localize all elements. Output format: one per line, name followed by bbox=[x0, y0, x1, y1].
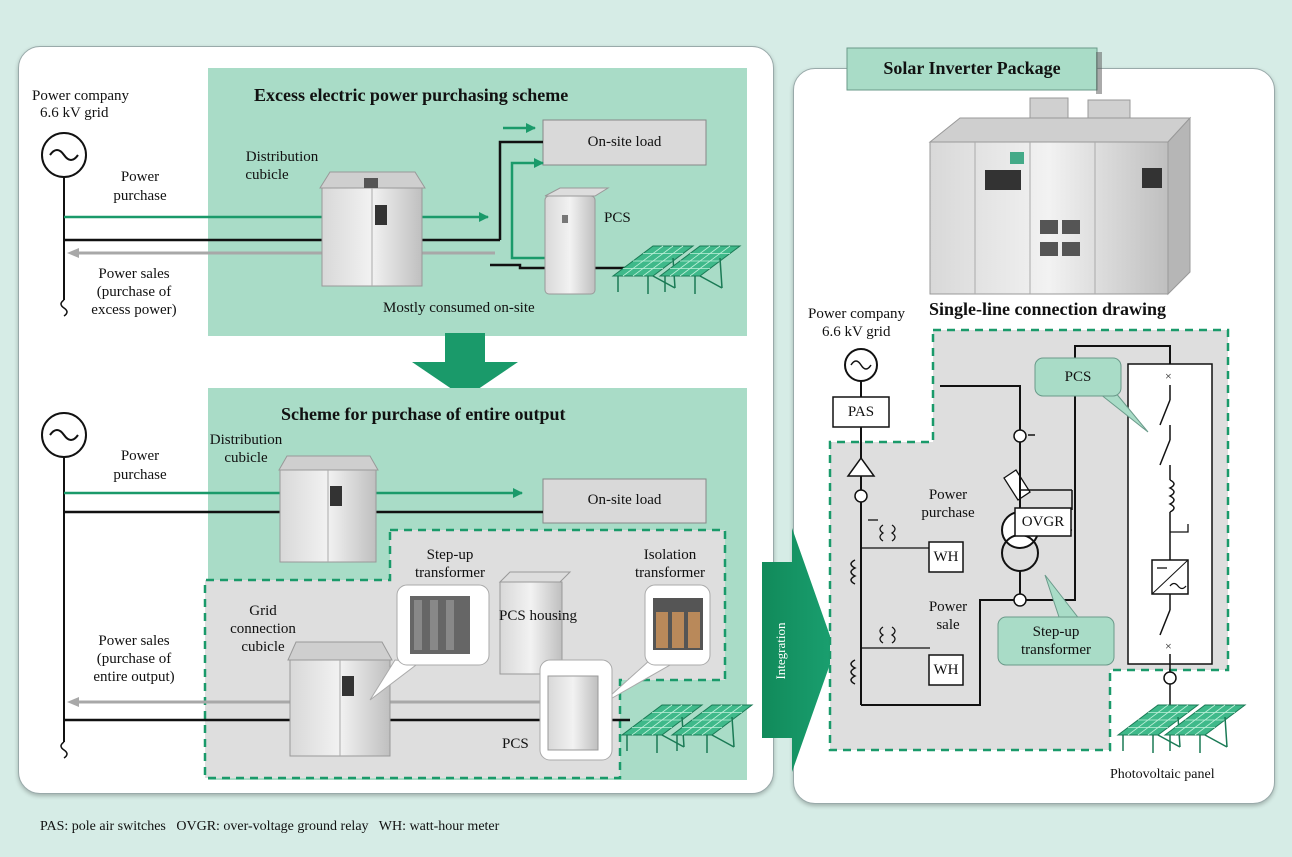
wh-meter-purchase bbox=[928, 541, 964, 573]
stepup-label-box bbox=[997, 616, 1115, 666]
right-power-purchase-line2: purchase bbox=[921, 505, 975, 521]
svg-text:×: × bbox=[1165, 369, 1172, 383]
grid-connection-label-line1: Grid bbox=[249, 603, 277, 619]
integration-arrow bbox=[762, 528, 835, 772]
pcs-housing-image bbox=[498, 571, 572, 675]
right-power-sale-line1: Power bbox=[928, 599, 968, 615]
mostly-consumed-label: Mostly consumed on-site bbox=[383, 300, 535, 316]
power-sales-label-line2: (purchase of bbox=[96, 284, 172, 300]
pcs-label: PCS bbox=[604, 210, 631, 226]
excess-scheme-section bbox=[208, 68, 747, 336]
power-purchase2-label-line2: purchase bbox=[113, 467, 167, 483]
distribution-cubicle-label-line2: cubicle bbox=[245, 167, 289, 183]
wh-meter-sale bbox=[928, 654, 964, 686]
pas-label: PAS bbox=[847, 404, 875, 420]
grid-connection-label-line3: cubicle bbox=[241, 639, 285, 655]
isolation-label-line2: transformer bbox=[635, 565, 705, 581]
stepup-callout-label-line2: transformer bbox=[1021, 642, 1091, 658]
power-sales2-label-line3: entire output) bbox=[93, 669, 175, 685]
right-grid-label-line1: Power company bbox=[808, 306, 906, 322]
onsite-load2-label: On-site load bbox=[587, 492, 662, 508]
stepup-label-line1: Step-up bbox=[426, 547, 474, 563]
power-purchase-label-line1: Power bbox=[120, 169, 160, 185]
integration-label: Integration bbox=[773, 622, 788, 680]
entire-scheme-title: Scheme for purchase of entire output bbox=[281, 404, 566, 424]
distribution-cubicle-image-2 bbox=[278, 455, 379, 563]
pcs2-label: PCS bbox=[502, 736, 529, 752]
onsite-load-label: On-site load bbox=[587, 134, 662, 150]
ovgr-label: OVGR bbox=[1021, 514, 1065, 530]
svg-text:×: × bbox=[1165, 639, 1172, 653]
power-sales2-label-line1: Power sales bbox=[98, 633, 170, 649]
package-title: Solar Inverter Package bbox=[883, 58, 1061, 78]
excess-scheme-title: Excess electric power purchasing scheme bbox=[254, 85, 569, 105]
pas-box bbox=[832, 396, 890, 428]
distribution-cubicle-image bbox=[319, 171, 426, 287]
pv-panel-label: Photovoltaic panel bbox=[1110, 767, 1215, 782]
stepup-label-line2: transformer bbox=[415, 565, 485, 581]
wh-purchase-label: WH bbox=[933, 549, 959, 565]
pcs-image bbox=[544, 187, 610, 295]
stepup-callout-label-line1: Step-up bbox=[1032, 624, 1080, 640]
ovgr-box bbox=[1014, 507, 1072, 537]
power-sales-label-line3: excess power) bbox=[91, 302, 177, 318]
onsite-load-box bbox=[542, 119, 707, 166]
distribution-cubicle2-label-line2: cubicle bbox=[224, 450, 268, 466]
footer-legend: PAS: pole air switches OVGR: over-voltag… bbox=[40, 819, 500, 834]
distribution-cubicle-label-line1: Distribution bbox=[245, 149, 319, 165]
power-purchase-label-line2: purchase bbox=[113, 188, 167, 204]
pcs-label-box bbox=[1034, 357, 1122, 397]
grid-connection-label-line2: connection bbox=[230, 621, 296, 637]
power-sales2-label-line2: (purchase of bbox=[96, 651, 172, 667]
transition-down-arrow bbox=[412, 333, 518, 398]
power-sales-label-line1: Power sales bbox=[98, 266, 170, 282]
pcs-housing-label: PCS housing bbox=[499, 608, 577, 624]
pcs-callout-label: PCS bbox=[1064, 369, 1092, 385]
onsite-load-box-2 bbox=[542, 478, 707, 524]
right-grid-label-line2: 6.6 kV grid bbox=[822, 324, 891, 340]
grid-connection-cubicle-image bbox=[287, 641, 393, 757]
solar-inverter-package-image bbox=[928, 97, 1192, 296]
isolation-label-line1: Isolation bbox=[643, 547, 697, 563]
power-purchase2-label-line1: Power bbox=[120, 448, 160, 464]
distribution-cubicle2-label-line1: Distribution bbox=[209, 432, 283, 448]
package-title-box bbox=[846, 47, 1098, 91]
right-power-sale-line2: sale bbox=[936, 617, 960, 633]
grid-label-line1: Power company bbox=[32, 88, 130, 104]
right-power-purchase-line1: Power bbox=[928, 487, 968, 503]
grid-label-line2: 6.6 kV grid bbox=[40, 105, 109, 121]
wh-sale-label: WH bbox=[933, 662, 959, 678]
drawing-title: Single-line connection drawing bbox=[929, 299, 1167, 319]
